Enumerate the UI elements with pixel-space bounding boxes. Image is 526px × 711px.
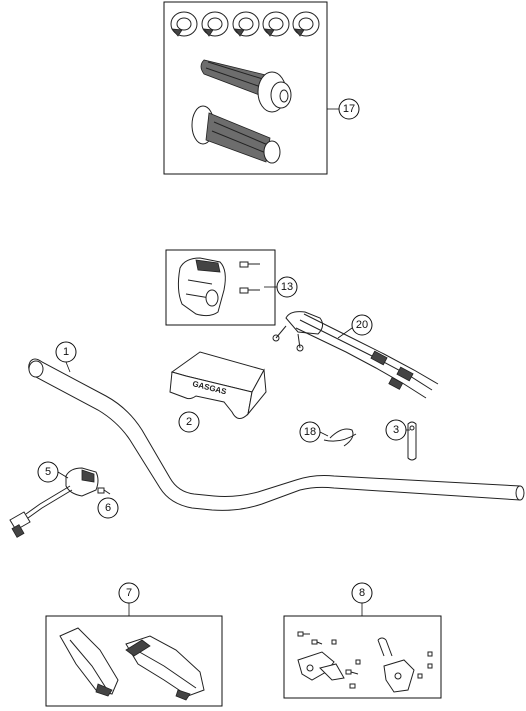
callout-20: 20 <box>351 314 373 336</box>
throttle-cam-set <box>170 11 320 37</box>
hand-guard-mount-group: 8 <box>283 582 442 699</box>
callout-5: 5 <box>37 461 59 483</box>
hand-guard-left <box>59 627 119 697</box>
callout-17: 17 <box>338 98 360 120</box>
leader-20 <box>337 327 353 339</box>
callout-17-label: 17 <box>343 103 355 115</box>
callout-3-label: 3 <box>393 424 399 436</box>
hand-guard-right <box>125 635 205 701</box>
callout-2: 2 <box>178 411 200 433</box>
throttle-cam <box>170 11 198 37</box>
hand-guard-mount-box <box>283 615 442 699</box>
clutch-grip <box>191 105 281 164</box>
callout-7-label: 7 <box>126 587 132 599</box>
callout-8: 8 <box>351 582 373 604</box>
callout-8-label: 8 <box>359 587 365 599</box>
throttle-cam <box>292 11 320 37</box>
housing-screw <box>239 261 260 268</box>
grip-set-box <box>163 1 328 175</box>
throttle-cable-assembly: 20 <box>272 311 439 399</box>
housing-screw <box>239 287 260 294</box>
callout-6-label: 6 <box>105 502 111 514</box>
callout-1: 1 <box>55 341 77 363</box>
callout-6: 6 <box>97 497 119 519</box>
mount-clamps <box>377 637 393 657</box>
leader-18 <box>319 431 329 437</box>
switch-screw: 6 <box>97 487 119 519</box>
mount-screws <box>297 631 433 689</box>
callout-13: 13 <box>276 276 298 298</box>
throttle-cam <box>232 11 260 37</box>
handlebar-pad: GASGAS 2 <box>169 351 267 433</box>
throttle-housing <box>177 257 226 317</box>
callout-20-label: 20 <box>356 319 368 331</box>
cable-holder: 3 <box>385 419 417 461</box>
hand-guard-group: 7 <box>45 582 223 707</box>
throttle-housing-group: 13 <box>165 249 298 326</box>
callout-1-label: 1 <box>63 346 69 358</box>
mount-bracket-right <box>383 659 415 693</box>
callout-2-label: 2 <box>186 416 192 428</box>
callout-3: 3 <box>385 419 407 441</box>
throttle-housing-box <box>165 249 276 326</box>
grip-set-group: 17 <box>163 1 360 175</box>
cable-tie: 18 <box>299 421 357 447</box>
leader-1 <box>65 361 71 373</box>
throttle-cam <box>201 11 229 37</box>
callout-5-label: 5 <box>45 466 51 478</box>
callout-18: 18 <box>299 421 321 443</box>
throttle-grip <box>200 59 292 113</box>
stop-switch: 5 <box>9 461 99 538</box>
callout-18-label: 18 <box>304 426 316 438</box>
callout-7: 7 <box>118 582 140 604</box>
callout-13-label: 13 <box>281 281 293 293</box>
leader-5 <box>57 471 69 479</box>
hand-guard-box <box>45 615 223 707</box>
mount-bracket-left <box>297 651 345 681</box>
throttle-cam <box>262 11 290 37</box>
handlebar: 1 <box>28 341 525 511</box>
